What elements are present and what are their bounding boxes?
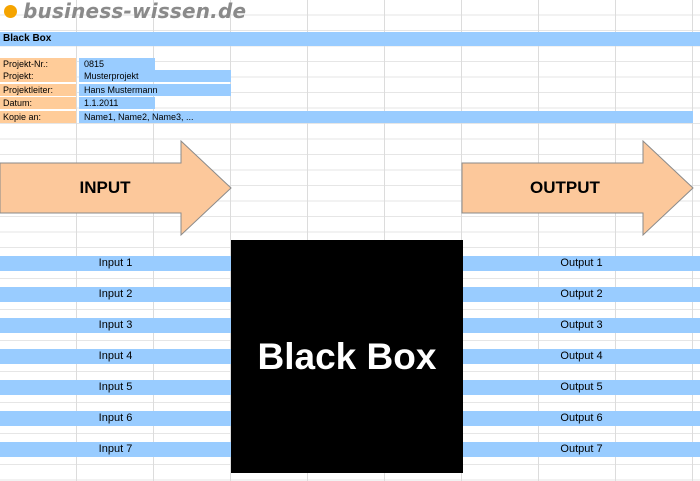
info-label: Datum: <box>0 97 76 109</box>
black-box-label: Black Box <box>257 335 437 377</box>
info-value[interactable]: 1.1.2011 <box>79 97 155 109</box>
input-arrow-shape <box>0 140 232 237</box>
output-arrow-label: OUTPUT <box>530 178 600 197</box>
output-arrow-shape <box>461 140 694 237</box>
output-cell-2[interactable]: Output 2 <box>463 287 700 302</box>
input-cell-2[interactable]: Input 2 <box>0 287 231 302</box>
input-cell-5[interactable]: Input 5 <box>0 380 231 395</box>
black-box-shape[interactable]: Black Box <box>231 240 463 473</box>
info-value[interactable]: 0815 <box>79 58 155 70</box>
input-cell-6[interactable]: Input 6 <box>0 411 231 426</box>
output-arrow-icon[interactable] <box>461 140 700 237</box>
output-cell-3[interactable]: Output 3 <box>463 318 700 333</box>
output-cell-4[interactable]: Output 4 <box>463 349 700 364</box>
info-value[interactable]: Musterprojekt <box>79 70 231 82</box>
output-cell-5[interactable]: Output 5 <box>463 380 700 395</box>
output-cell-7[interactable]: Output 7 <box>463 442 700 457</box>
info-label: Projekt-Nr.: <box>0 58 76 70</box>
info-label: Projekt: <box>0 70 76 82</box>
info-value[interactable]: Hans Mustermann <box>79 84 231 96</box>
info-label: Projektleiter: <box>0 84 76 96</box>
input-cell-4[interactable]: Input 4 <box>0 349 231 364</box>
input-cell-3[interactable]: Input 3 <box>0 318 231 333</box>
input-arrow-icon[interactable] <box>0 140 234 237</box>
sheet-title: Black Box <box>3 33 52 44</box>
output-cell-6[interactable]: Output 6 <box>463 411 700 426</box>
output-cell-1[interactable]: Output 1 <box>463 256 700 271</box>
info-value[interactable]: Name1, Name2, Name3, ... <box>79 111 693 123</box>
info-label: Kopie an: <box>0 111 76 123</box>
title-bar[interactable] <box>0 32 700 46</box>
logo-dot-icon <box>4 4 17 18</box>
logo: business-wissen.de <box>0 0 247 23</box>
logo-text: business-wissen.de <box>23 0 247 23</box>
input-arrow-label: INPUT <box>79 178 131 197</box>
input-cell-7[interactable]: Input 7 <box>0 442 231 457</box>
input-cell-1[interactable]: Input 1 <box>0 256 231 271</box>
